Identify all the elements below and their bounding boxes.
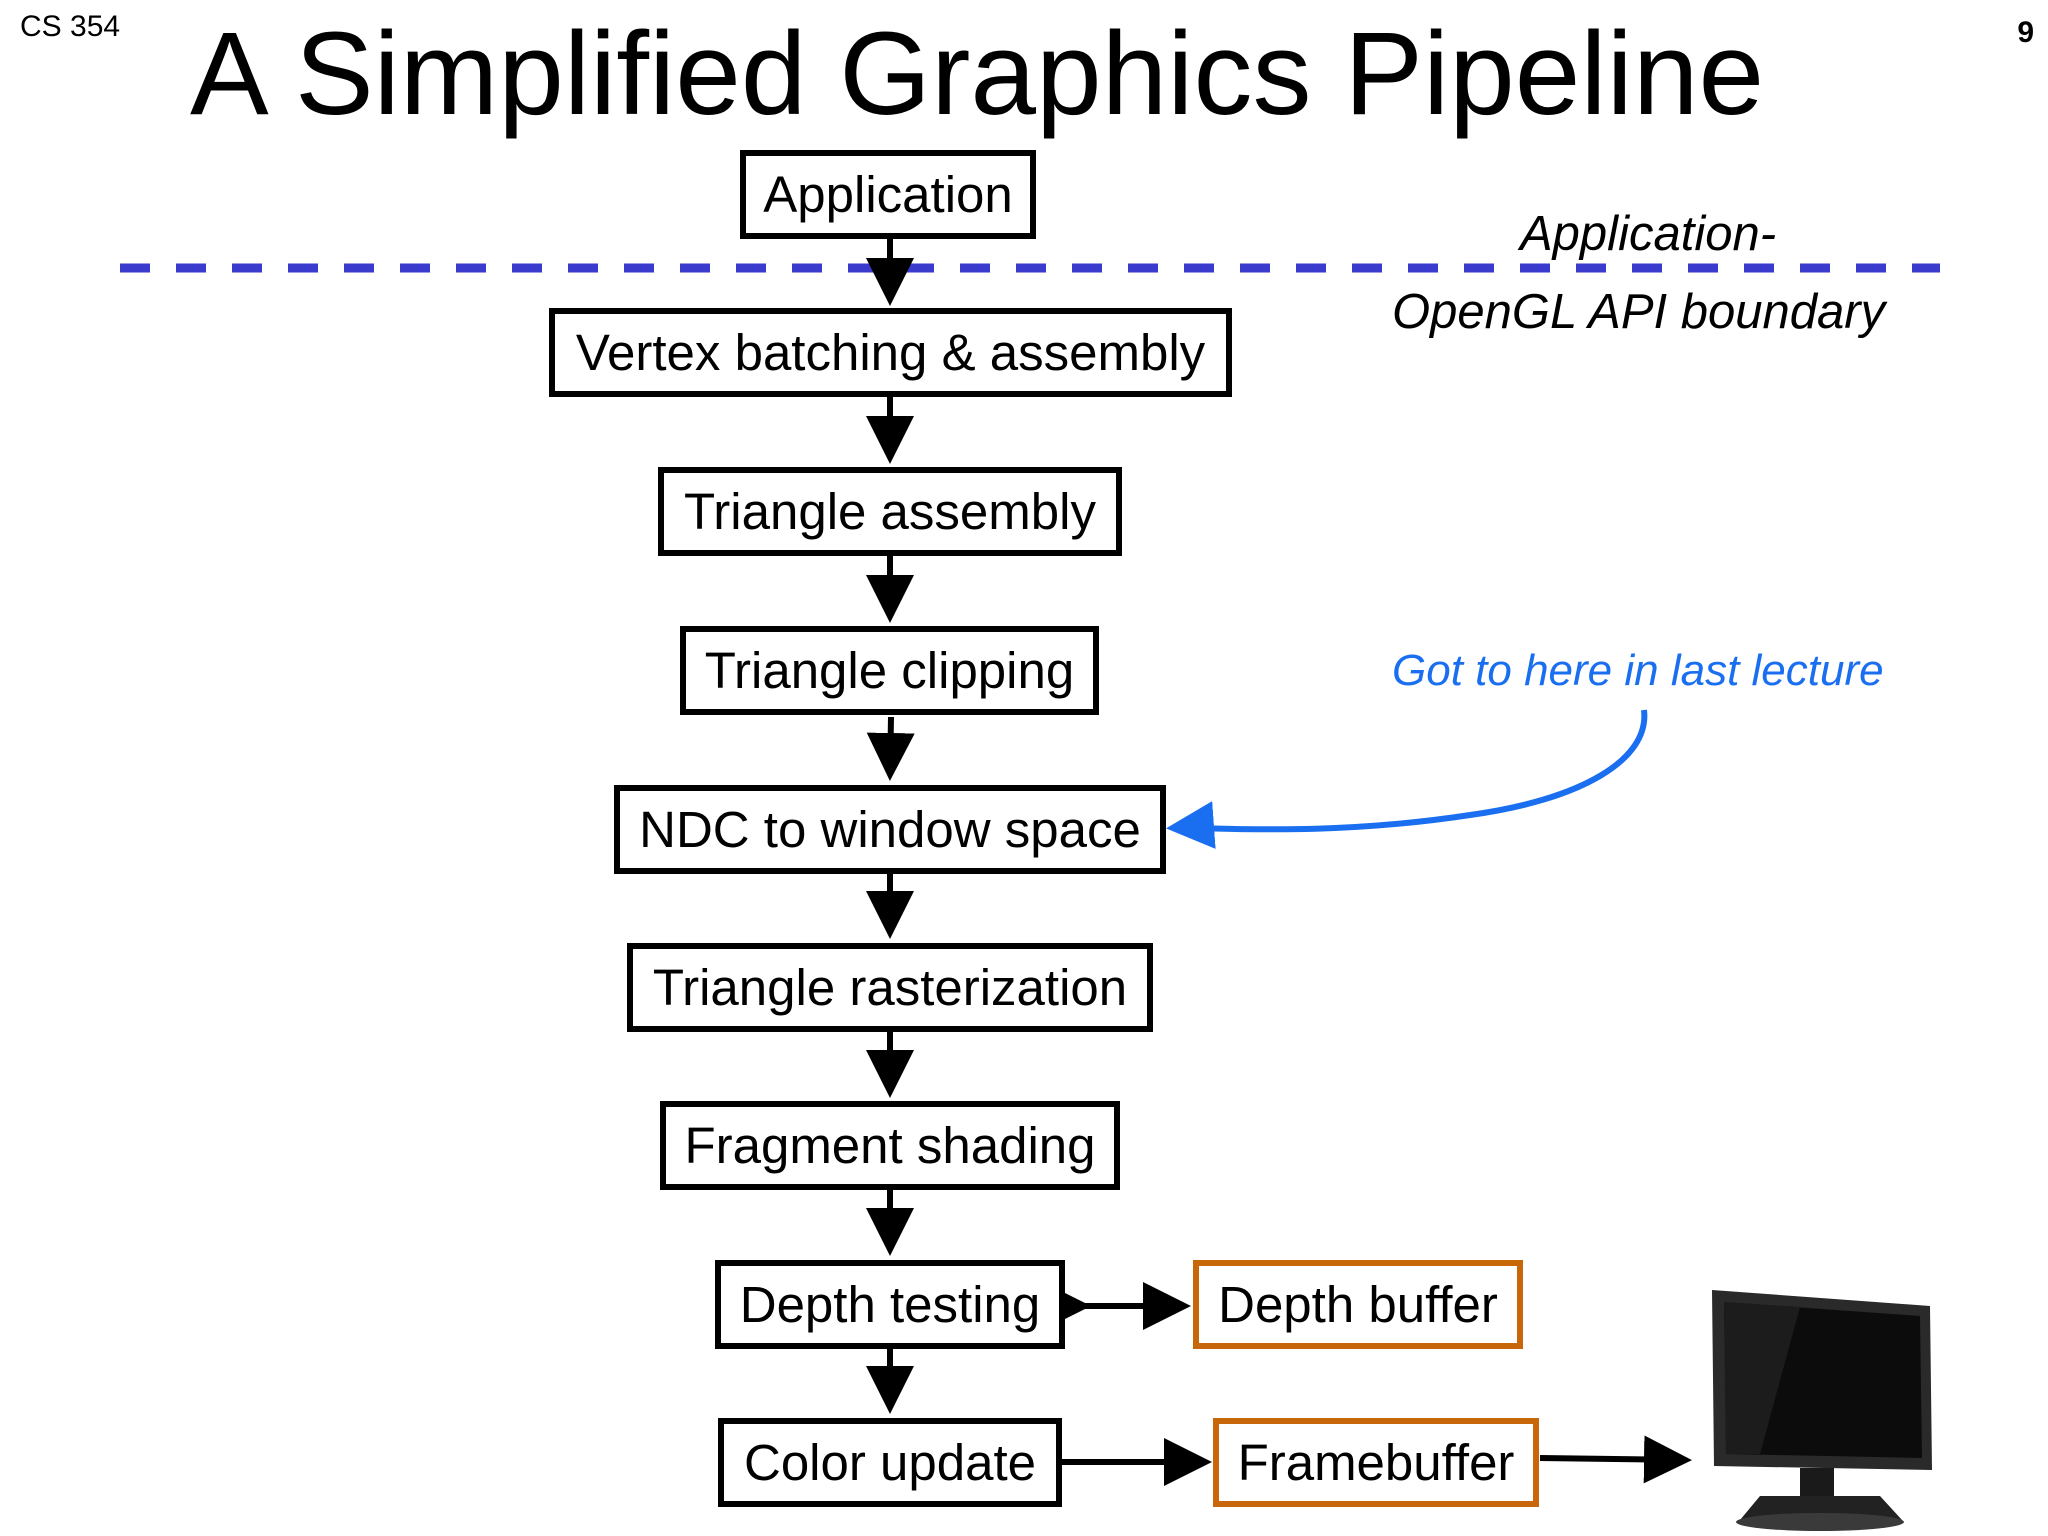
stage-vertex-batching-label: Vertex batching & assembly (575, 324, 1206, 381)
boundary-label-line2: OpenGL API boundary (1392, 285, 1886, 339)
annotation-arrow (1166, 709, 1648, 849)
stage-application: Application (740, 150, 1036, 239)
depth-buffer-box: Depth buffer (1193, 1260, 1523, 1349)
slide-title: A Simplified Graphics Pipeline (190, 8, 1765, 140)
boundary-label-line1: Application- (1520, 207, 1777, 261)
stage-ndc-to-window: NDC to window space (614, 785, 1166, 874)
page-number: 9 (2017, 16, 2034, 49)
stage-ndc-to-window-label: NDC to window space (639, 801, 1141, 858)
stage-triangle-clipping: Triangle clipping (680, 626, 1099, 715)
arrow-framebuffer-to-display (1539, 1435, 1692, 1484)
stage-triangle-clipping-label: Triangle clipping (704, 642, 1075, 699)
stage-triangle-rasterization-label: Triangle rasterization (652, 959, 1128, 1016)
framebuffer-label: Framebuffer (1237, 1434, 1515, 1491)
stage-fragment-shading: Fragment shading (660, 1101, 1120, 1190)
framebuffer-box: Framebuffer (1213, 1418, 1539, 1507)
stage-vertex-batching: Vertex batching & assembly (549, 308, 1232, 397)
stage-color-update-label: Color update (743, 1434, 1037, 1491)
depth-buffer-label: Depth buffer (1218, 1276, 1498, 1333)
stage-fragment-shading-label: Fragment shading (684, 1117, 1096, 1174)
stage-application-label: Application (763, 166, 1013, 223)
stage-depth-testing-label: Depth testing (739, 1276, 1041, 1333)
stage-triangle-assembly-label: Triangle assembly (684, 483, 1096, 540)
arrow-clipping-to-ndc (866, 716, 915, 781)
lecture-annotation: Got to here in last lecture (1392, 646, 1884, 695)
stage-color-update: Color update (718, 1418, 1062, 1507)
stage-triangle-rasterization: Triangle rasterization (627, 943, 1153, 1032)
stage-triangle-assembly: Triangle assembly (658, 467, 1122, 556)
stage-depth-testing: Depth testing (715, 1260, 1065, 1349)
course-label: CS 354 (20, 10, 121, 43)
monitor-icon (1712, 1290, 1932, 1531)
